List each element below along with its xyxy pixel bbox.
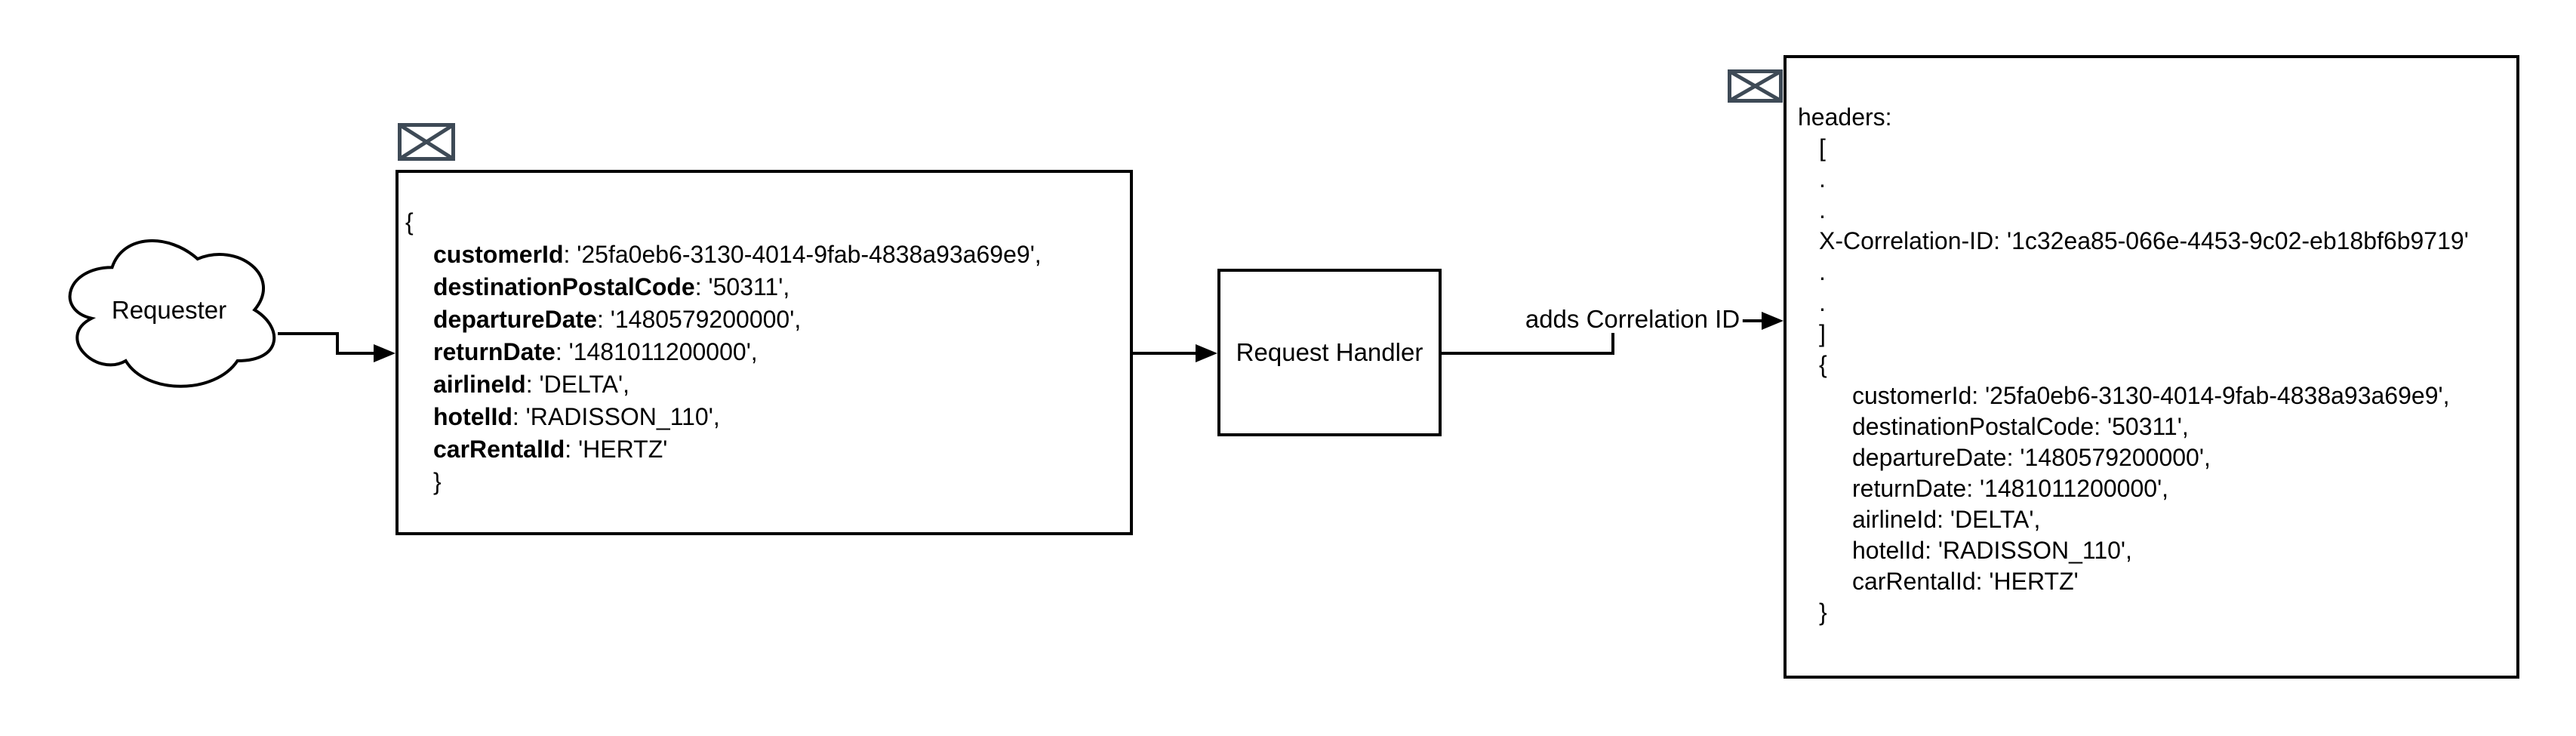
code-key: departureDate <box>433 306 597 333</box>
arrow-message-to-handler <box>1133 344 1217 362</box>
code-line: carRentalId: 'HERTZ' <box>433 436 668 463</box>
request-handler-box: Request Handler <box>1217 269 1442 436</box>
code-line: headers: <box>1798 103 1892 131</box>
code-line: X-Correlation-ID: '1c32ea85-066e-4453-9c… <box>1819 227 2469 254</box>
code-line: hotelId: 'RADISSON_110', <box>433 403 720 430</box>
arrow-requester-to-message <box>278 332 395 362</box>
request-payload-code: { customerId: '25fa0eb6-3130-4014-9fab-48… <box>399 206 1130 498</box>
code-line: departureDate: '1480579200000', <box>433 306 802 333</box>
code-line: . <box>1819 258 1826 285</box>
envelope-icon <box>398 123 455 161</box>
code-key: airlineId <box>433 371 526 398</box>
code-line: returnDate: '1481011200000', <box>1852 475 2169 502</box>
code-key: hotelId <box>433 403 512 430</box>
code-line: customerId: '25fa0eb6-3130-4014-9fab-483… <box>433 241 1042 268</box>
code-key: carRentalId <box>433 436 565 463</box>
code-line: destinationPostalCode: '50311', <box>1852 413 2189 440</box>
request-handler-label: Request Handler <box>1236 338 1423 366</box>
code-line: { <box>405 208 414 236</box>
code-line: airlineId: 'DELTA', <box>433 371 629 398</box>
code-line: . <box>1819 289 1826 316</box>
code-line: } <box>1819 599 1827 626</box>
code-line: [ <box>1819 134 1826 162</box>
adds-correlation-id-label: adds Correlation ID <box>1522 306 1743 333</box>
code-line: { <box>1819 351 1827 378</box>
envelope-icon <box>1728 69 1783 103</box>
correlated-message-code: headers: [.. X-Correlation-ID: '1c32ea85-0… <box>1787 102 2516 628</box>
arrowhead-icon <box>374 344 395 362</box>
code-line: . <box>1819 165 1826 192</box>
requester-cloud-shape <box>68 239 276 388</box>
code-line: departureDate: '1480579200000', <box>1852 444 2211 471</box>
arrowhead-icon <box>1196 344 1217 362</box>
code-key: customerId <box>433 241 564 268</box>
code-key: returnDate <box>433 338 556 365</box>
code-line: } <box>433 468 442 495</box>
code-line: . <box>1819 196 1826 223</box>
code-line: returnDate: '1481011200000', <box>433 338 758 365</box>
code-line: hotelId: 'RADISSON_110', <box>1852 537 2132 564</box>
code-line: airlineId: 'DELTA', <box>1852 506 2041 533</box>
code-line: carRentalId: 'HERTZ' <box>1852 568 2079 595</box>
requester-node-label: Requester <box>111 295 227 324</box>
arrowhead-icon <box>1762 312 1784 330</box>
code-key: destinationPostalCode <box>433 273 695 300</box>
correlated-message-box: headers: [.. X-Correlation-ID: '1c32ea85-0… <box>1784 55 2519 679</box>
code-line: customerId: '25fa0eb6-3130-4014-9fab-483… <box>1852 382 2450 409</box>
code-line: ] <box>1819 320 1826 347</box>
request-message-box: { customerId: '25fa0eb6-3130-4014-9fab-48… <box>395 170 1133 535</box>
code-line: destinationPostalCode: '50311', <box>433 273 790 300</box>
